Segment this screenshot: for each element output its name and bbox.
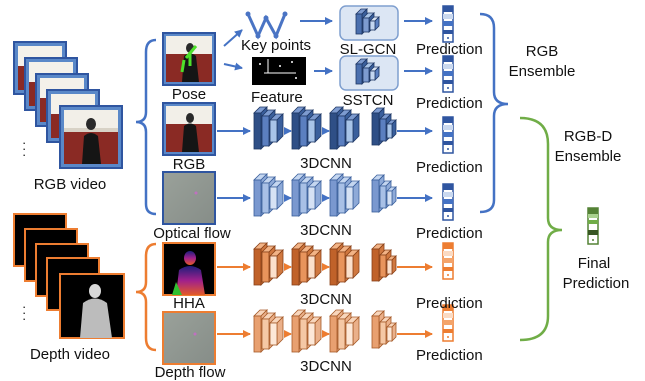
depth-video-ellipsis: · · · [22,299,27,326]
rgb-video-stack [13,41,123,169]
depth-stream-arrows [217,263,433,338]
keypoints-label: Key points [241,37,312,54]
rgb-video-label: RGB video [33,176,107,193]
hha-thumbnail [162,242,216,296]
depth-video-stack [13,213,125,339]
video-frame-front [59,105,123,169]
rgb-3dcnn-blocks [253,106,397,150]
cnn-block [307,316,322,346]
optical-flow-label: Optical flow [153,225,231,242]
cnn-block [307,180,322,210]
sstcn-network-icon [355,58,380,85]
optical-flow-3dcnn-label: 3DCNN [300,222,352,239]
cnn-block [386,119,397,139]
feature-image [252,57,306,85]
rgbd-ensemble-label-line2: Ensemble [554,148,622,165]
cnn-block [345,316,360,346]
prediction-bar [442,116,454,154]
prediction-bars [442,5,454,342]
final-prediction-label-line2: Prediction [562,275,630,292]
hha-3dcnn-blocks [253,242,397,286]
prediction-bar [442,304,454,342]
prediction-bar [442,183,454,221]
rgb-ensemble-brace [479,12,509,214]
cnn-block [386,322,397,342]
prediction-label: Prediction [416,95,483,112]
prediction-bar [442,55,454,93]
rgb-thumbnail [162,102,216,156]
depth-flow-label: Depth flow [154,364,226,381]
slgcn-network-icon [355,8,380,35]
rgb-label: RGB [172,156,206,173]
cnn-block [307,113,322,143]
slgcn-label: SL-GCN [339,41,397,58]
cnn-block [269,113,284,143]
rgb-3dcnn-label: 3DCNN [300,155,352,172]
rgbd-ensemble-brace [519,116,563,342]
depth-flow-3dcnn-label: 3DCNN [300,358,352,375]
cnn-block [269,249,284,279]
prediction-label: Prediction [416,295,483,312]
cnn-block [307,249,322,279]
sstcn-label: SSTCN [342,92,394,109]
pose-label: Pose [171,86,207,103]
cnn-block [386,186,397,206]
depth-flow-3dcnn-blocks [253,309,397,353]
arrow [223,62,243,71]
keypoints-image [245,11,288,40]
rgb-ensemble-label-line2: Ensemble [508,63,576,80]
rgb-stream-arrows [217,127,433,202]
prediction-label: Prediction [416,225,483,242]
hha-3dcnn-label: 3DCNN [300,291,352,308]
cnn-block [369,66,380,81]
pose-thumbnail [162,32,216,86]
rgb-video-ellipsis: · · · [22,135,27,162]
feature-label: Feature [251,89,303,106]
prediction-label: Prediction [416,41,483,58]
final-prediction-bar [587,207,599,245]
hha-label: HHA [173,295,205,312]
prediction-bar [442,242,454,280]
prediction-label: Prediction [416,347,483,364]
rgb-input-brace [135,38,157,216]
cnn-block [269,180,284,210]
arrow [223,29,243,47]
cnn-block [345,113,360,143]
rgbd-ensemble-label-line1: RGB-D [563,128,613,145]
final-prediction-label-line1: Final [577,255,611,272]
depth-input-brace [135,242,157,352]
prediction-bar [442,5,454,43]
cnn-block [269,316,284,346]
optical-flow-thumbnail [162,171,216,225]
cnn-block [345,180,360,210]
cnn-block [386,255,397,275]
optical-flow-3dcnn-blocks [253,173,397,217]
depth-flow-thumbnail [162,311,216,365]
cnn-block [369,16,380,31]
cnn-block [345,249,360,279]
rgb-ensemble-label-line1: RGB [525,43,559,60]
depth-video-label: Depth video [29,346,111,363]
prediction-label: Prediction [416,159,483,176]
depth-frame-front [59,273,125,339]
